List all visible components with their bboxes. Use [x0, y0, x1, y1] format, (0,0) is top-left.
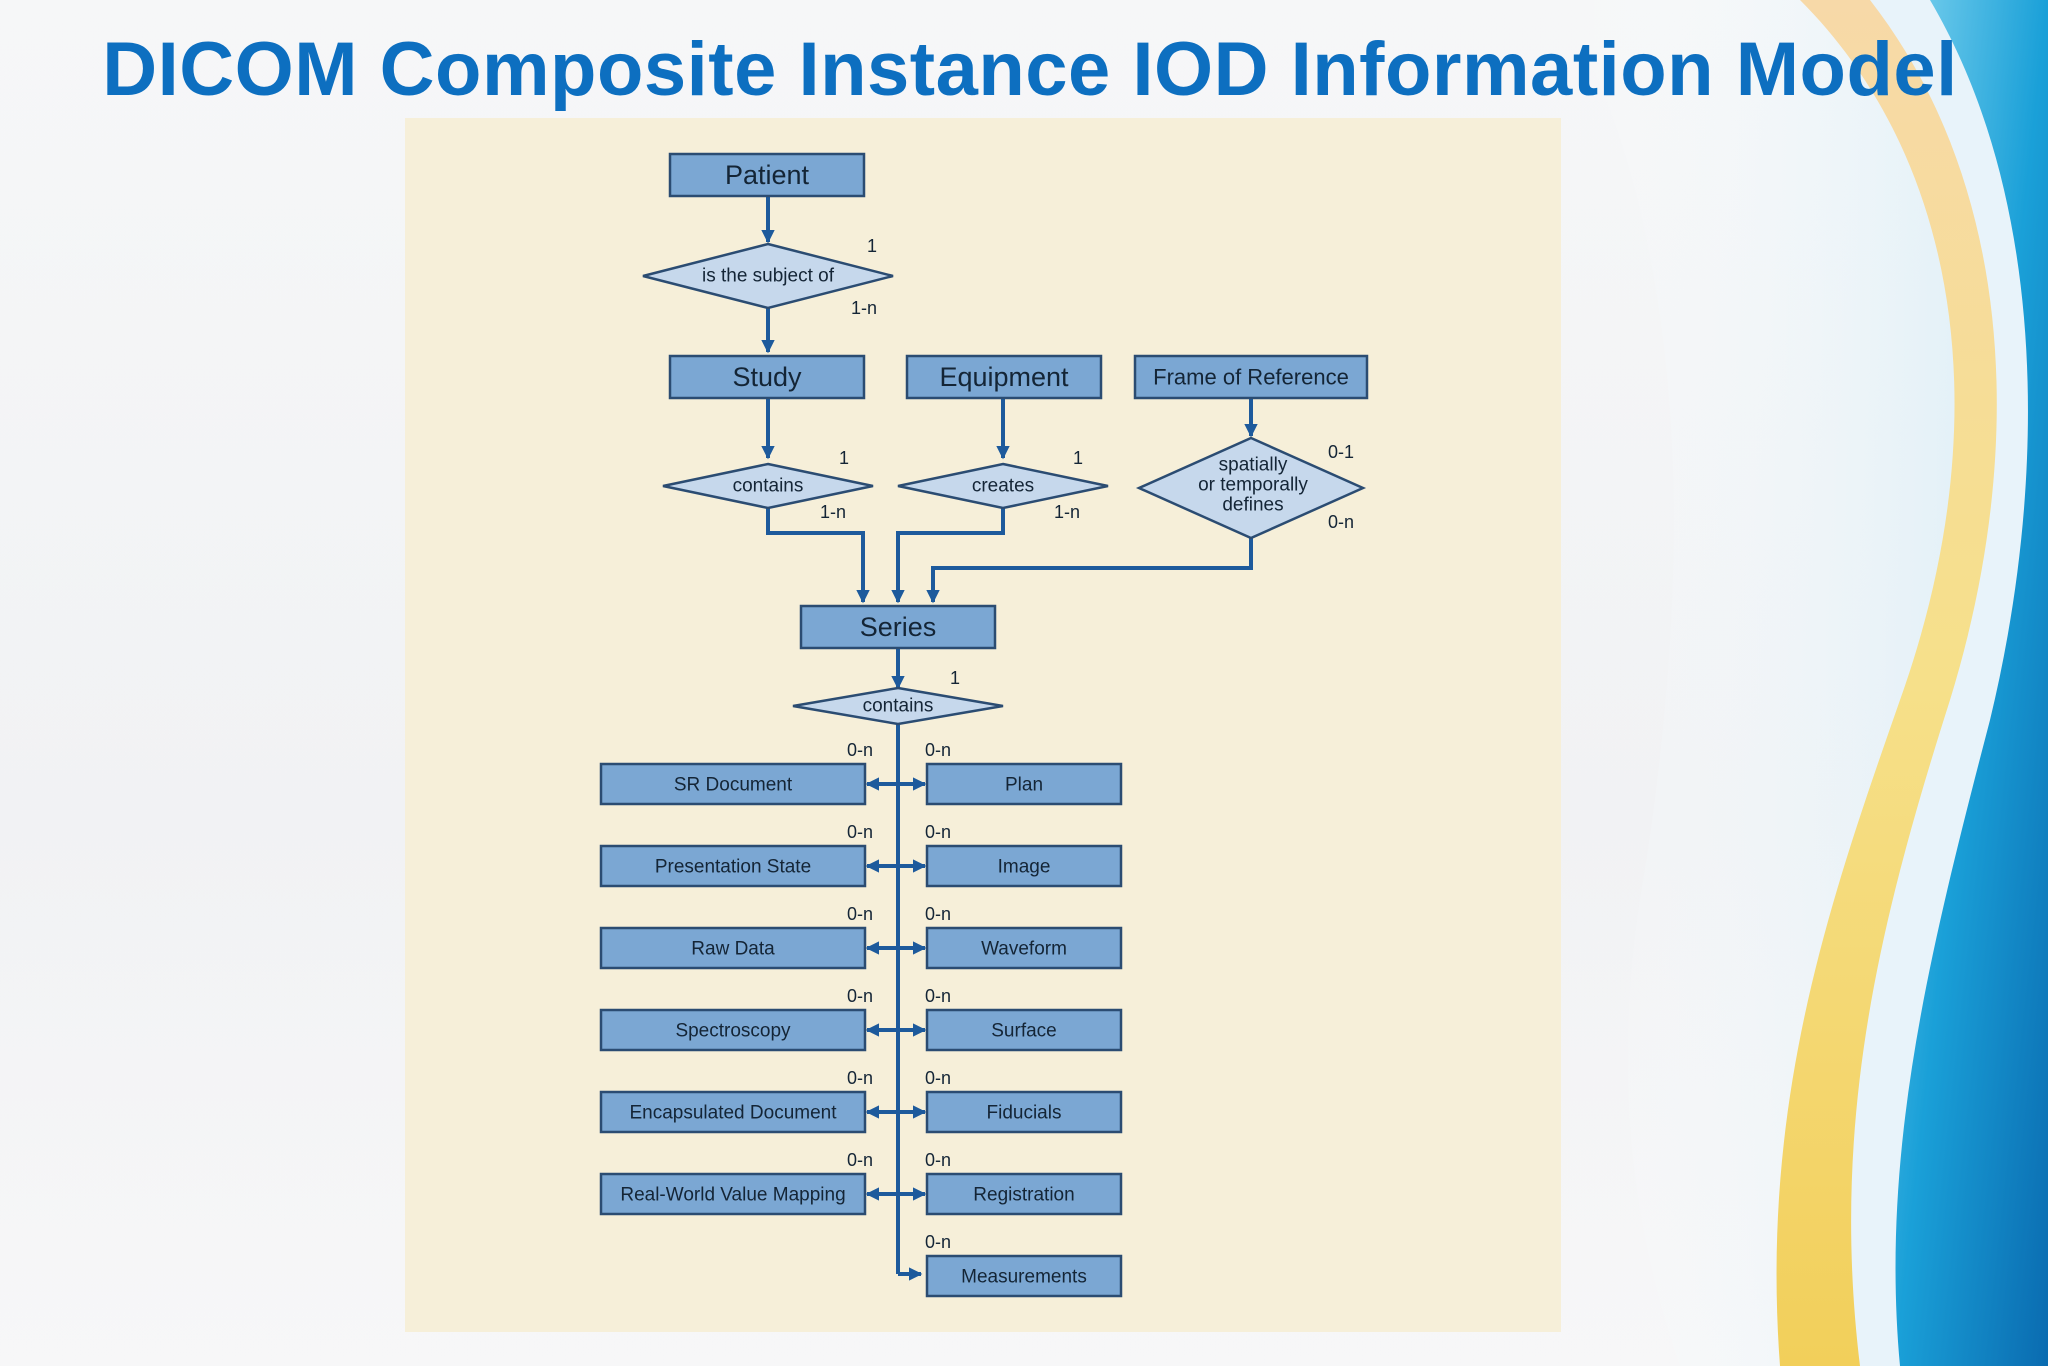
svg-text:contains: contains — [733, 476, 804, 497]
cardinality-label: 0-n — [847, 1068, 873, 1088]
instance-plan: Plan 0-n — [925, 740, 1123, 806]
instance-label: Raw Data — [691, 939, 775, 960]
instance-label: Registration — [973, 1185, 1074, 1206]
svg-text:creates: creates — [972, 476, 1034, 497]
svg-text:Frame of Reference: Frame of Reference — [1153, 365, 1349, 390]
instance-label: Presentation State — [655, 857, 811, 878]
relation-creates: creates 1 1-n — [897, 448, 1109, 522]
cardinality-label: 0-n — [925, 1150, 951, 1170]
cardinality-label: 0-n — [847, 740, 873, 760]
information-model-diagram: Patient is the subject of 1 1-n Study Eq… — [405, 118, 1561, 1332]
svg-text:defines: defines — [1222, 495, 1283, 516]
instance-label: Measurements — [961, 1267, 1087, 1288]
instance-measurements: Measurements 0-n — [925, 1232, 1123, 1298]
entity-study: Study — [668, 354, 866, 400]
cardinality-label: 0-n — [925, 986, 951, 1006]
instance-label: Fiducials — [987, 1103, 1062, 1124]
entity-equipment: Equipment — [905, 354, 1103, 400]
svg-text:1-n: 1-n — [851, 298, 877, 318]
svg-text:1-n: 1-n — [820, 502, 846, 522]
instance-encapsulated-document: Encapsulated Document 0-n — [599, 1068, 873, 1134]
svg-text:Series: Series — [860, 612, 937, 642]
svg-text:contains: contains — [863, 696, 934, 717]
cardinality-label: 0-n — [847, 904, 873, 924]
cardinality-label: 0-n — [847, 986, 873, 1006]
svg-text:is the subject of: is the subject of — [702, 266, 835, 287]
instance-image: Image 0-n — [925, 822, 1123, 888]
svg-text:spatially: spatially — [1219, 455, 1288, 476]
svg-text:1: 1 — [839, 448, 849, 468]
relation-study-contains: contains 1 1-n — [662, 448, 874, 522]
relation-is-subject-of: is the subject of 1 1-n — [642, 236, 894, 318]
instance-waveform: Waveform 0-n — [925, 904, 1123, 970]
instance-label: Waveform — [981, 939, 1067, 960]
cardinality-label: 0-n — [925, 1232, 951, 1252]
instance-label: Image — [998, 857, 1051, 878]
cardinality-label: 0-n — [847, 822, 873, 842]
cardinality-label: 0-n — [925, 1068, 951, 1088]
instance-registration: Registration 0-n — [925, 1150, 1123, 1216]
svg-text:1: 1 — [867, 236, 877, 256]
instance-label: Real-World Value Mapping — [620, 1185, 845, 1206]
instance-label: Spectroscopy — [675, 1021, 791, 1042]
instance-presentation-state: Presentation State 0-n — [599, 822, 873, 888]
instance-label: Encapsulated Document — [629, 1103, 837, 1124]
instance-fiducials: Fiducials 0-n — [925, 1068, 1123, 1134]
svg-text:0-1: 0-1 — [1328, 442, 1354, 462]
cardinality-label: 0-n — [847, 1150, 873, 1170]
svg-text:1: 1 — [950, 668, 960, 688]
svg-text:1: 1 — [1073, 448, 1083, 468]
connectors — [761, 196, 1258, 1281]
instance-label: SR Document — [674, 775, 793, 796]
entity-patient: Patient — [668, 152, 866, 198]
instance-sr-document: SR Document 0-n — [599, 740, 873, 806]
relation-series-contains: contains 1 — [792, 668, 1004, 726]
slide-title: DICOM Composite Instance IOD Information… — [102, 27, 1958, 112]
svg-text:0-n: 0-n — [1328, 512, 1354, 532]
instance-label: Plan — [1005, 775, 1043, 796]
svg-text:Study: Study — [732, 362, 802, 392]
svg-text:or temporally: or temporally — [1198, 475, 1308, 496]
instance-raw-data: Raw Data 0-n — [599, 904, 873, 970]
cardinality-label: 0-n — [925, 740, 951, 760]
cardinality-label: 0-n — [925, 904, 951, 924]
relation-spatially-defines: spatially or temporally defines 0-1 0-n — [1135, 436, 1367, 540]
instance-surface: Surface 0-n — [925, 986, 1123, 1052]
entity-frame-of-reference: Frame of Reference — [1133, 354, 1369, 400]
svg-text:1-n: 1-n — [1054, 502, 1080, 522]
cardinality-label: 0-n — [925, 822, 951, 842]
instance-spectroscopy: Spectroscopy 0-n — [599, 986, 873, 1052]
svg-text:Equipment: Equipment — [939, 362, 1069, 392]
entity-series: Series — [799, 604, 997, 650]
svg-text:Patient: Patient — [725, 160, 810, 190]
instance-label: Surface — [991, 1021, 1056, 1042]
